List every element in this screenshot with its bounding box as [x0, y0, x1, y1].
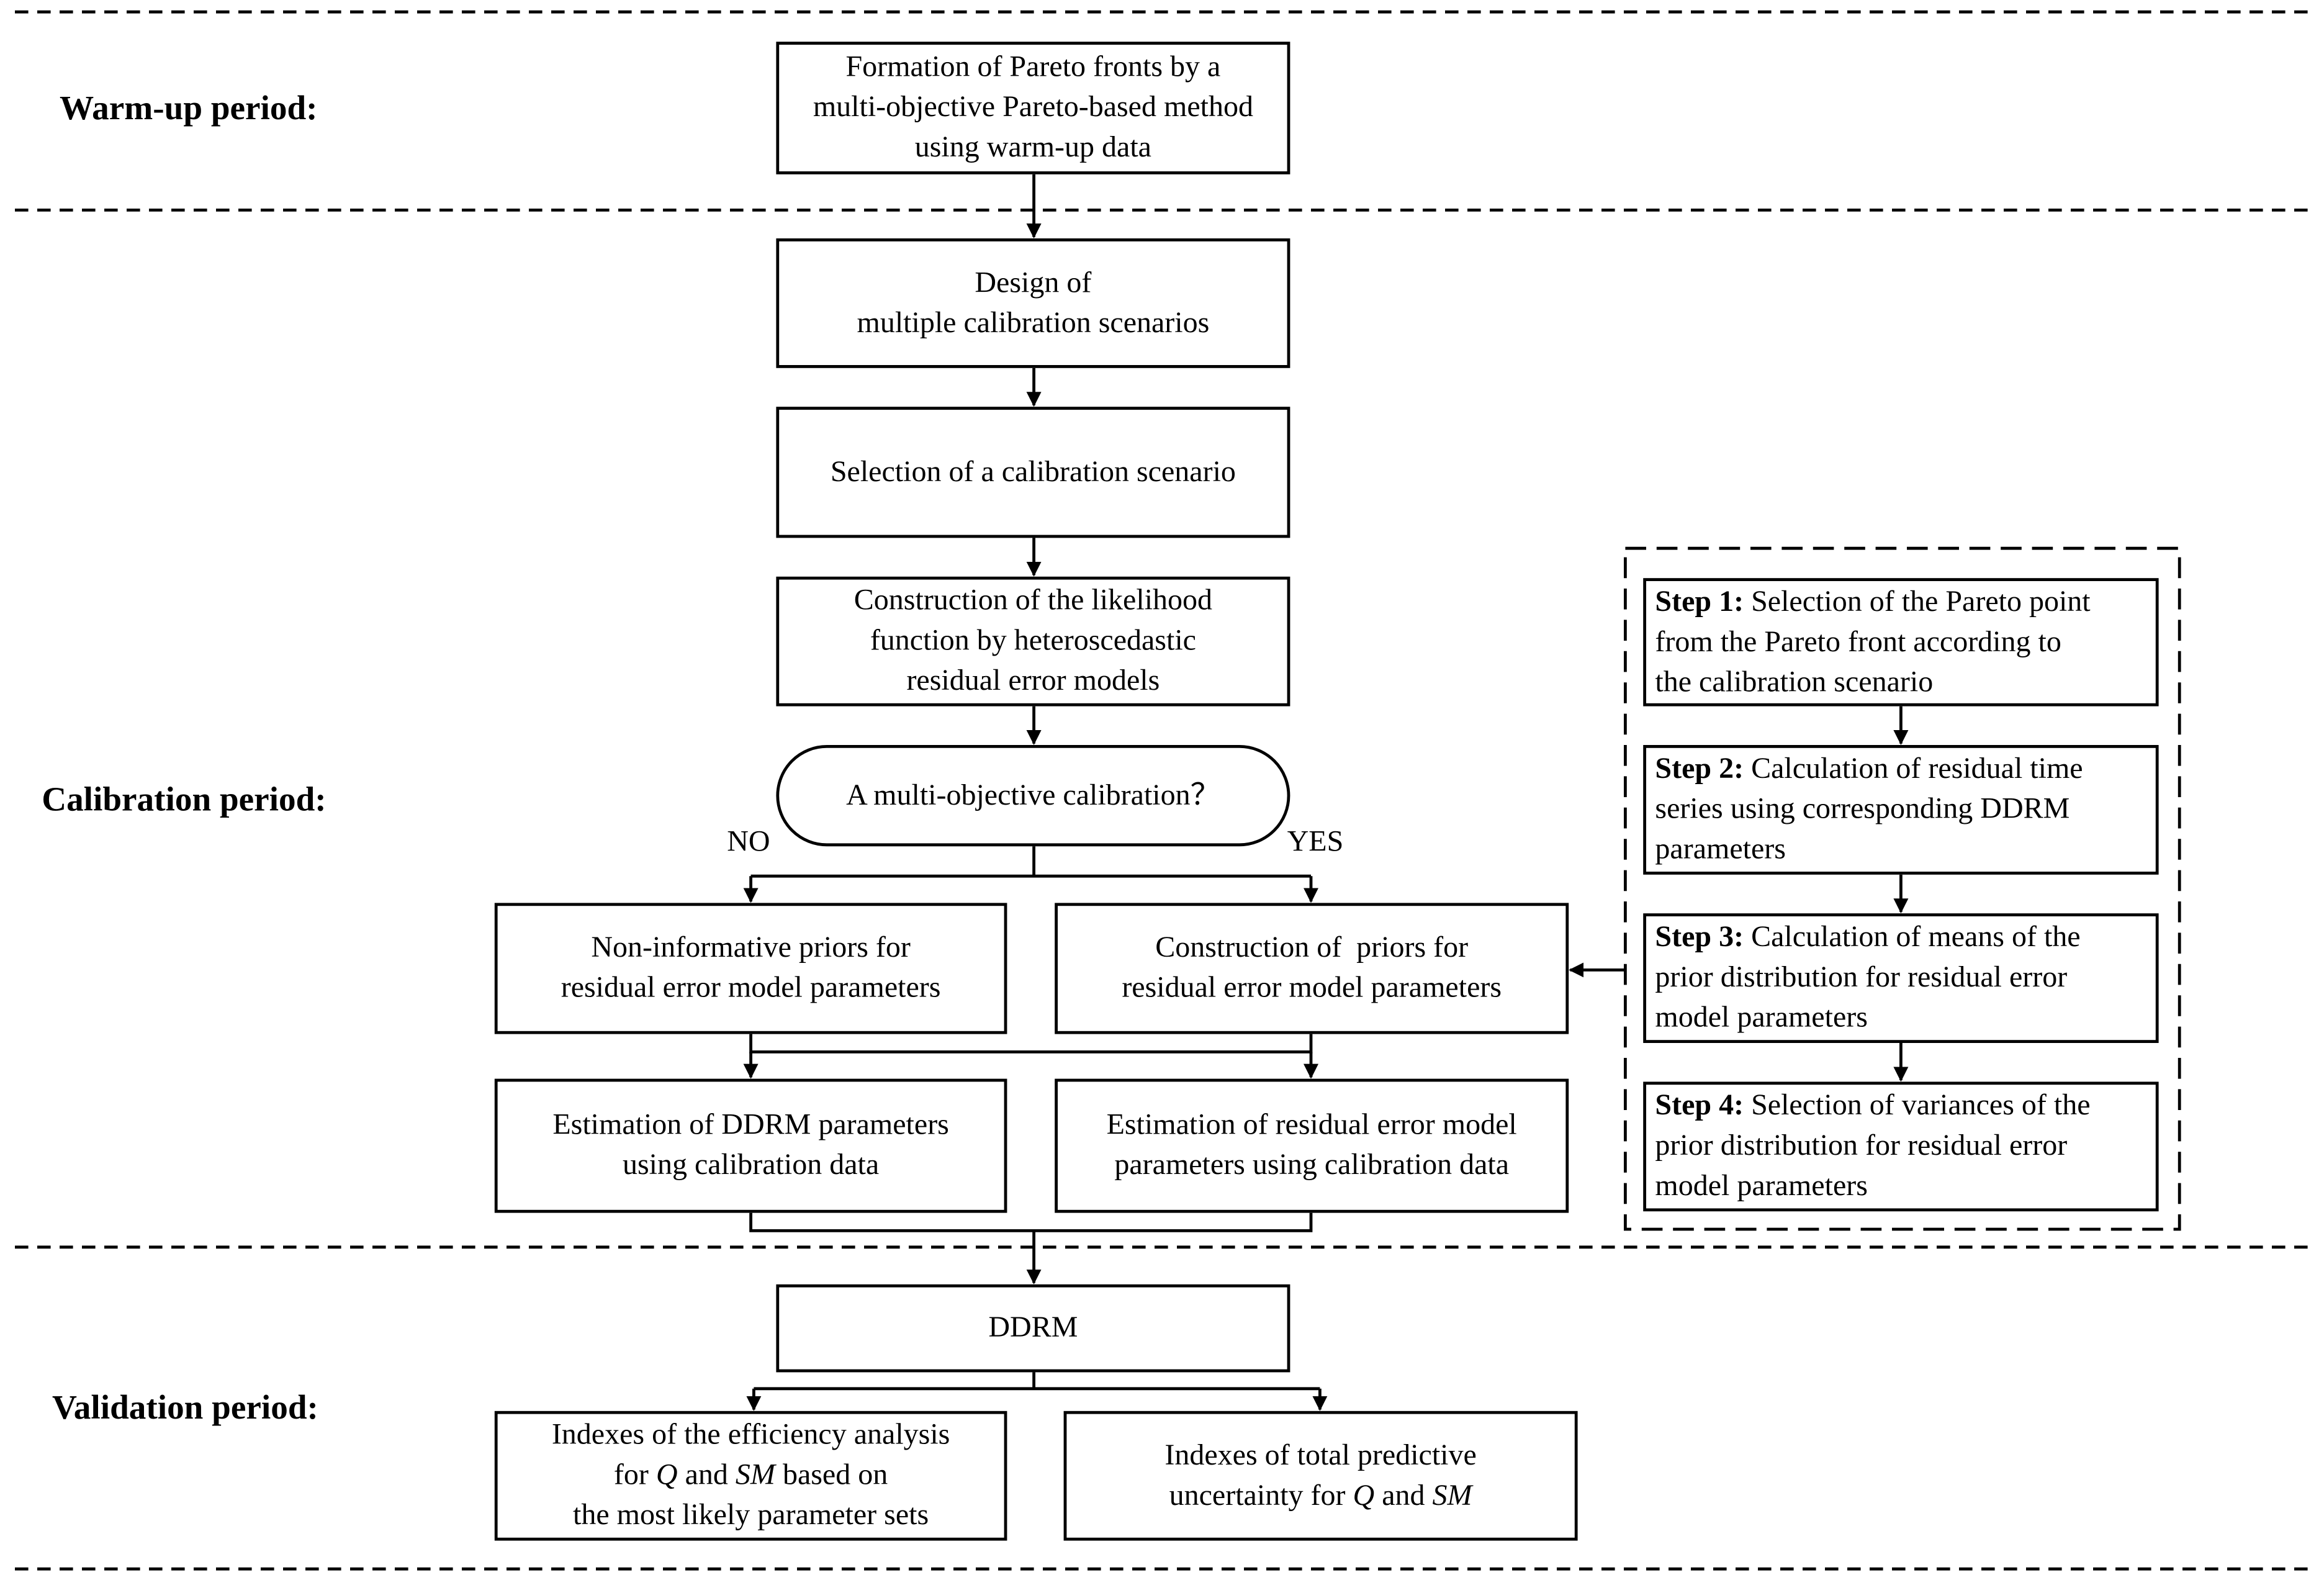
- box-text: series using corresponding DDRM: [1655, 792, 2070, 826]
- box-text: Indexes of the efficiency analysis: [551, 1418, 950, 1451]
- box-text: A multi-objective calibration？: [846, 779, 1220, 811]
- box-text: Step 2: Calculation of residual time: [1655, 752, 2083, 785]
- period-label-warmup: Warm-up period:: [60, 89, 318, 127]
- box-text: model parameters: [1655, 1001, 1868, 1034]
- decision-multi-objective: A multi-objective calibration？: [776, 745, 1290, 847]
- step-2-box: Step 2: Calculation of residual time ser…: [1643, 745, 2159, 875]
- box-non-informative-priors: Non-informative priors for residual erro…: [494, 903, 1007, 1034]
- box-text: Estimation of DDRM parameters: [552, 1108, 949, 1142]
- box-text: Selection of a calibration scenario: [830, 455, 1236, 489]
- merge-line: [749, 1212, 1313, 1232]
- box-text: multiple calibration scenarios: [857, 306, 1210, 339]
- box-select-scenario: Selection of a calibration scenario: [776, 407, 1290, 538]
- box-likelihood: Construction of the likelihood function …: [776, 576, 1290, 706]
- steps-dashed-frame: [1624, 546, 2181, 1231]
- box-design-scenarios: Design of multiple calibration scenarios: [776, 238, 1290, 368]
- box-text: from the Pareto front according to: [1655, 625, 2061, 658]
- label-no: NO: [727, 825, 770, 859]
- box-construction-priors: Construction of priors for residual erro…: [1055, 903, 1569, 1034]
- box-efficiency-indexes: Indexes of the efficiency analysis for Q…: [494, 1411, 1007, 1541]
- box-estimation-ddrm: Estimation of DDRM parameters using cali…: [494, 1078, 1007, 1213]
- box-text: parameters using calibration data: [1114, 1149, 1510, 1182]
- box-text: Non-informative priors for: [591, 931, 911, 964]
- box-text: using calibration data: [622, 1149, 880, 1182]
- step-1-box: Step 1: Selection of the Pareto point fr…: [1643, 578, 2159, 706]
- box-text: residual error model parameters: [1122, 971, 1502, 1004]
- box-estimation-residual: Estimation of residual error model param…: [1055, 1078, 1569, 1213]
- box-text: Step 1: Selection of the Pareto point: [1655, 585, 2091, 618]
- box-text: Formation of Pareto fronts by a: [845, 50, 1221, 84]
- box-text: residual error models: [906, 664, 1160, 698]
- box-text: residual error model parameters: [561, 971, 941, 1004]
- box-text: Step 3: Calculation of means of the: [1655, 921, 2081, 954]
- period-label-validation: Validation period:: [52, 1388, 318, 1426]
- merge-line: [749, 1034, 1313, 1054]
- step-4-box: Step 4: Selection of variances of the pr…: [1643, 1081, 2159, 1212]
- box-text: parameters: [1655, 833, 1786, 866]
- box-text: Indexes of total predictive: [1164, 1438, 1477, 1471]
- label-yes: YES: [1287, 825, 1344, 859]
- box-text: Estimation of residual error model: [1106, 1108, 1517, 1142]
- box-ddrm: DDRM: [776, 1284, 1290, 1373]
- box-text: model parameters: [1655, 1170, 1868, 1203]
- box-text: function by heteroscedastic: [870, 624, 1196, 657]
- box-text: using warm-up data: [914, 131, 1152, 164]
- box-text: prior distribution for residual error: [1655, 961, 2068, 994]
- box-uncertainty-indexes: Indexes of total predictive uncertainty …: [1063, 1411, 1578, 1541]
- box-text: Construction of the likelihood: [853, 584, 1213, 617]
- step-3-box: Step 3: Calculation of means of the prio…: [1643, 913, 2159, 1044]
- box-text: the calibration scenario: [1655, 665, 1934, 698]
- box-pareto-fronts: Formation of Pareto fronts by a multi-ob…: [776, 42, 1290, 174]
- period-label-calibration: Calibration period:: [42, 780, 327, 818]
- box-text: Design of: [975, 266, 1092, 299]
- box-text: Construction of priors for: [1155, 931, 1469, 964]
- box-text: uncertainty for Q and SM: [1169, 1479, 1472, 1512]
- box-text: DDRM: [988, 1311, 1078, 1344]
- box-text: for Q and SM based on: [613, 1458, 888, 1492]
- box-text: prior distribution for residual error: [1655, 1129, 2068, 1163]
- box-text: the most likely parameter sets: [572, 1499, 929, 1532]
- box-text: Step 4: Selection of variances of the: [1655, 1089, 2091, 1122]
- box-text: multi-objective Pareto-based method: [813, 91, 1253, 124]
